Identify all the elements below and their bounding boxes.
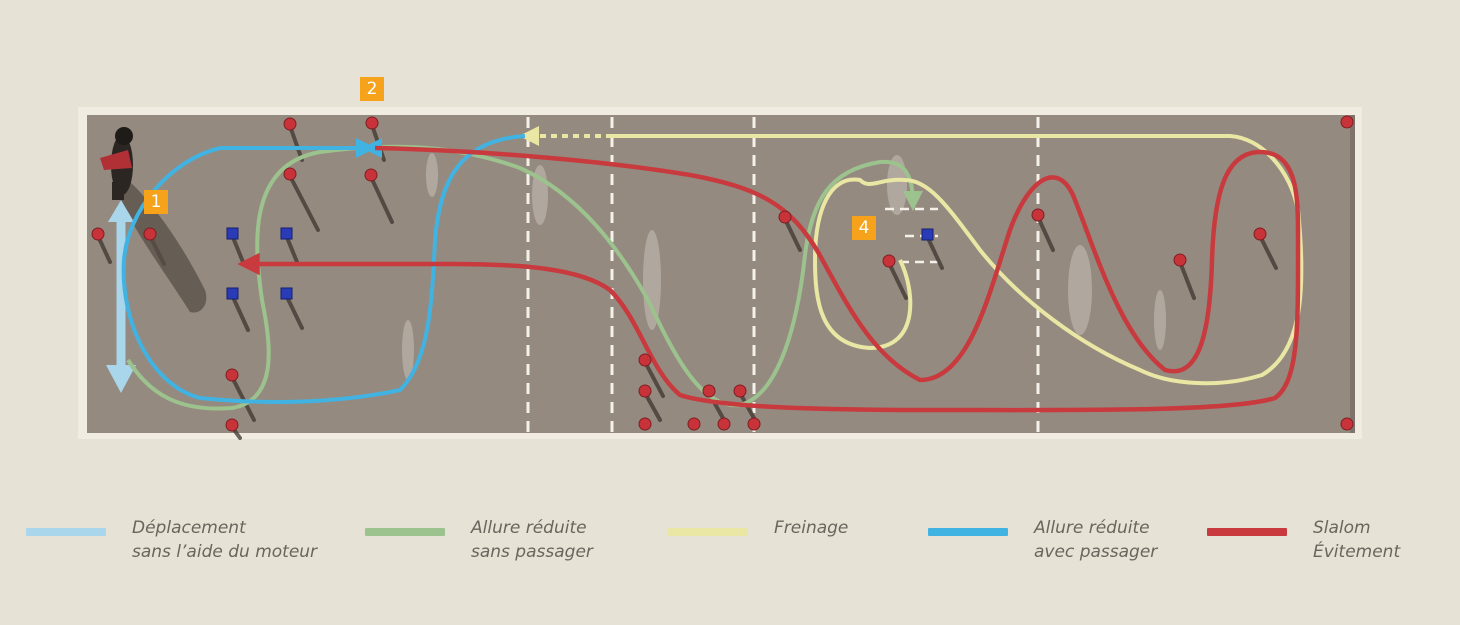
cone: [882, 254, 896, 268]
cone: [365, 116, 379, 130]
cone: [225, 368, 239, 382]
cone: [280, 287, 293, 300]
legend-swatch: [365, 528, 445, 536]
cone: [225, 418, 239, 432]
route-deplacement: [106, 200, 136, 393]
cone: [638, 417, 652, 431]
cone: [226, 287, 239, 300]
cone: [280, 227, 293, 240]
cone: [778, 210, 792, 224]
cone: [638, 384, 652, 398]
track-ground: [87, 115, 1355, 433]
legend-swatch: [1207, 528, 1287, 536]
legend-swatch: [928, 528, 1008, 536]
marker-4: 4: [852, 216, 876, 240]
cone: [733, 384, 747, 398]
cone: [143, 227, 157, 241]
cone: [91, 227, 105, 241]
cone: [283, 117, 297, 131]
legend-swatch: [668, 528, 748, 536]
track-shadow-edge: [1350, 115, 1355, 433]
marker-1: 1: [144, 190, 168, 214]
marker-2: 2: [360, 77, 384, 101]
cone: [1340, 417, 1354, 431]
route-freinage: [612, 134, 1304, 386]
cone: [226, 227, 239, 240]
cone: [747, 417, 761, 431]
route-allure-avec-passager: [121, 134, 526, 404]
cone: [1340, 115, 1354, 129]
cone: [364, 168, 378, 182]
cone: [1031, 208, 1045, 222]
red-cones: [91, 115, 1354, 432]
cone: [702, 384, 716, 398]
cone: [283, 167, 297, 181]
cone: [1253, 227, 1267, 241]
blue-cones: [226, 227, 934, 300]
lane-dividers: [526, 117, 1040, 432]
cone: [638, 353, 652, 367]
cone: [717, 417, 731, 431]
route-slalom: [237, 145, 1301, 413]
cone: [1173, 253, 1187, 267]
cone: [921, 228, 934, 241]
cone: [687, 417, 701, 431]
legend-label: Freinage: [774, 518, 849, 538]
driver-with-scooter: [100, 127, 207, 313]
legend-swatch: [26, 528, 106, 536]
